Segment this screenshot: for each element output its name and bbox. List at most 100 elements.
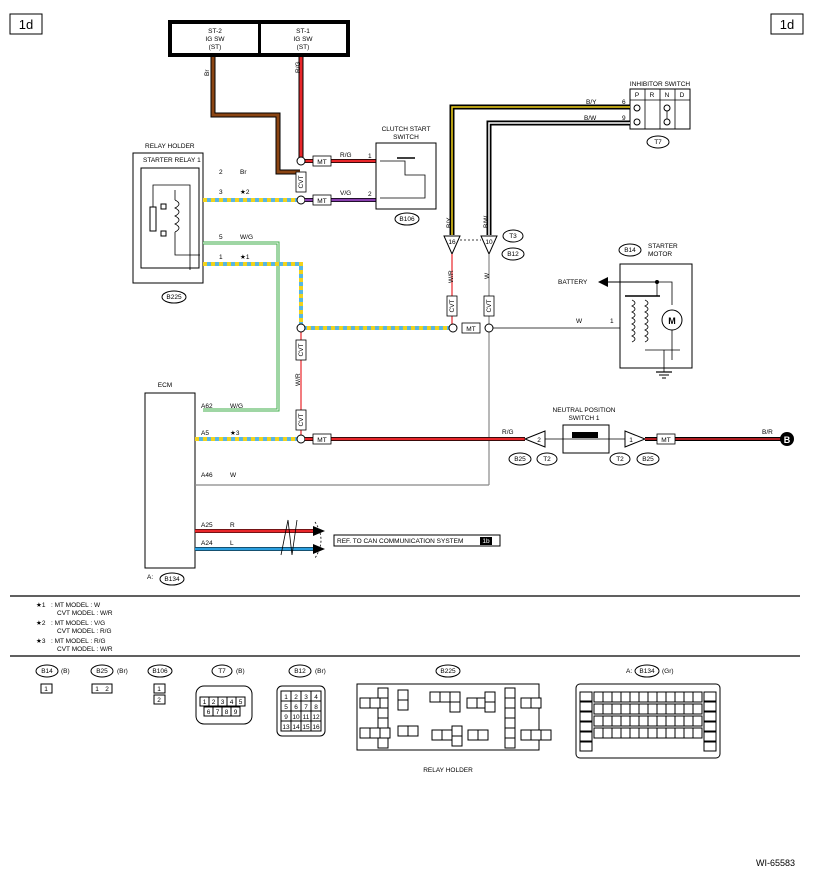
starter-motor: B14 STARTER MOTOR BATTERY M <box>558 243 693 379</box>
t7-pin: 3 <box>217 696 228 707</box>
b225-pin <box>504 727 516 739</box>
b225-pin <box>377 707 389 719</box>
clutch-pin-2: 2 <box>368 191 372 198</box>
b12-pin: 4 <box>310 690 322 702</box>
b225-pin <box>397 689 409 701</box>
wire-wr-jc-label: W/R <box>448 270 455 283</box>
svg-text:15: 15 <box>302 724 310 731</box>
svg-text:1: 1 <box>203 699 207 706</box>
clutch-switch: CLUTCH START SWITCH 1 2 B106 <box>368 126 437 226</box>
ecm-title: ECM <box>158 382 172 389</box>
note1-line1: : MT MODEL : W <box>51 602 101 609</box>
b134-pin <box>611 727 622 739</box>
wire-w-jc-label: W <box>484 272 491 279</box>
b134-pin <box>674 691 685 703</box>
b134-pin <box>703 701 717 712</box>
b134-pin <box>620 727 631 739</box>
mt-tag-3: MT <box>466 326 475 333</box>
b134-pin <box>611 703 622 715</box>
b225-pin <box>466 697 478 709</box>
cvt-tag-ecm1: CVT <box>298 343 305 356</box>
b134-pin <box>674 703 685 715</box>
b225-pin <box>377 737 389 749</box>
ecm-star3: ★3 <box>230 429 240 437</box>
wire-wr-ecm-label: W/R <box>295 373 302 386</box>
can-ref-text: REF. TO CAN COMMUNICATION SYSTEM <box>337 538 463 545</box>
b225-pin <box>530 697 542 709</box>
b134-pin <box>703 711 717 722</box>
svg-text:6: 6 <box>294 704 298 711</box>
svg-text:12: 12 <box>312 714 320 721</box>
b134-pin <box>665 691 676 703</box>
joint-connector: 16 10 T3 B12 <box>443 229 525 261</box>
wire-wr-ecm: CVT W/R CVT <box>295 323 307 435</box>
b225-pin <box>377 687 389 699</box>
b134-pin <box>665 715 676 727</box>
wire-rg-label-top: R/G <box>295 61 302 73</box>
inhibitor-pin-9: 9 <box>622 115 626 122</box>
b12-pin: 6 <box>290 700 302 712</box>
mt-tag-2: MT <box>317 198 326 205</box>
note2-mark: ★2 <box>36 619 46 627</box>
b225-pin <box>441 729 453 741</box>
b134-pin <box>656 715 667 727</box>
t7-pin: 6 <box>203 706 214 717</box>
page-id-left: 1d <box>9 13 43 35</box>
t7-pin: 4 <box>226 696 237 707</box>
t2-tag-1: T2 <box>543 456 551 463</box>
b134-tag: B134 <box>164 576 180 583</box>
b134-pin <box>638 715 649 727</box>
b134-pin <box>579 711 593 722</box>
b134-pin <box>665 703 676 715</box>
b25-tag-1: B25 <box>514 456 526 463</box>
legend-b225-name: B225 <box>440 668 456 675</box>
model-notes: ★1 : MT MODEL : W CVT MODEL : W/R ★2 : M… <box>36 601 113 653</box>
b134-pin <box>683 715 694 727</box>
relay-holder-title: RELAY HOLDER <box>145 143 195 150</box>
t7-pin: 2 <box>208 696 219 707</box>
b12-pin: 15 <box>300 720 312 732</box>
b134-pin <box>579 741 593 752</box>
b134-pin <box>638 703 649 715</box>
b225-pin <box>504 737 516 749</box>
t7-tag: T7 <box>654 139 662 146</box>
svg-text:8: 8 <box>314 704 318 711</box>
clutch-title-1: CLUTCH START <box>382 126 431 133</box>
starter-pin-1: 1 <box>610 318 614 325</box>
b12-tag: B12 <box>507 251 519 258</box>
cvt-tag-1: CVT <box>298 175 305 188</box>
b225-pin <box>540 729 552 741</box>
b12-pin: 12 <box>310 710 322 722</box>
t2-pin-2: 2 <box>537 437 541 444</box>
b225-pin <box>431 729 443 741</box>
b134-pin <box>647 727 658 739</box>
t3-tag: T3 <box>509 233 517 240</box>
ecm-wg-label: W/G <box>230 403 243 410</box>
b134-pin <box>683 703 694 715</box>
relay-pin-2: 2 <box>219 169 223 176</box>
note3-line2: CVT MODEL : W/R <box>57 646 113 653</box>
legend-b14-color: (B) <box>61 668 70 675</box>
b106-tag: B106 <box>399 216 415 223</box>
wire-by: B/Y <box>446 104 630 235</box>
starter-title-1: STARTER <box>648 243 678 250</box>
motor-symbol: M <box>668 316 676 326</box>
svg-text:6: 6 <box>207 709 211 716</box>
b225-pin <box>451 735 463 747</box>
b225-pin <box>369 727 381 739</box>
b25-tag-2: B25 <box>642 456 654 463</box>
svg-text:10: 10 <box>292 714 300 721</box>
b134-pin <box>692 691 703 703</box>
svg-text:2: 2 <box>294 694 298 701</box>
cvt-tag-jc1: CVT <box>449 299 456 312</box>
b134-pin <box>703 731 717 742</box>
t7-pin: 7 <box>212 706 223 717</box>
relay-pin-1: 1 <box>219 254 223 261</box>
legend-b134-name: B134 <box>639 668 655 675</box>
ecm-pin-a5: A5 <box>201 430 209 437</box>
b134-pin <box>629 703 640 715</box>
page-id-right: 1d <box>770 13 804 35</box>
b134-pin <box>647 703 658 715</box>
